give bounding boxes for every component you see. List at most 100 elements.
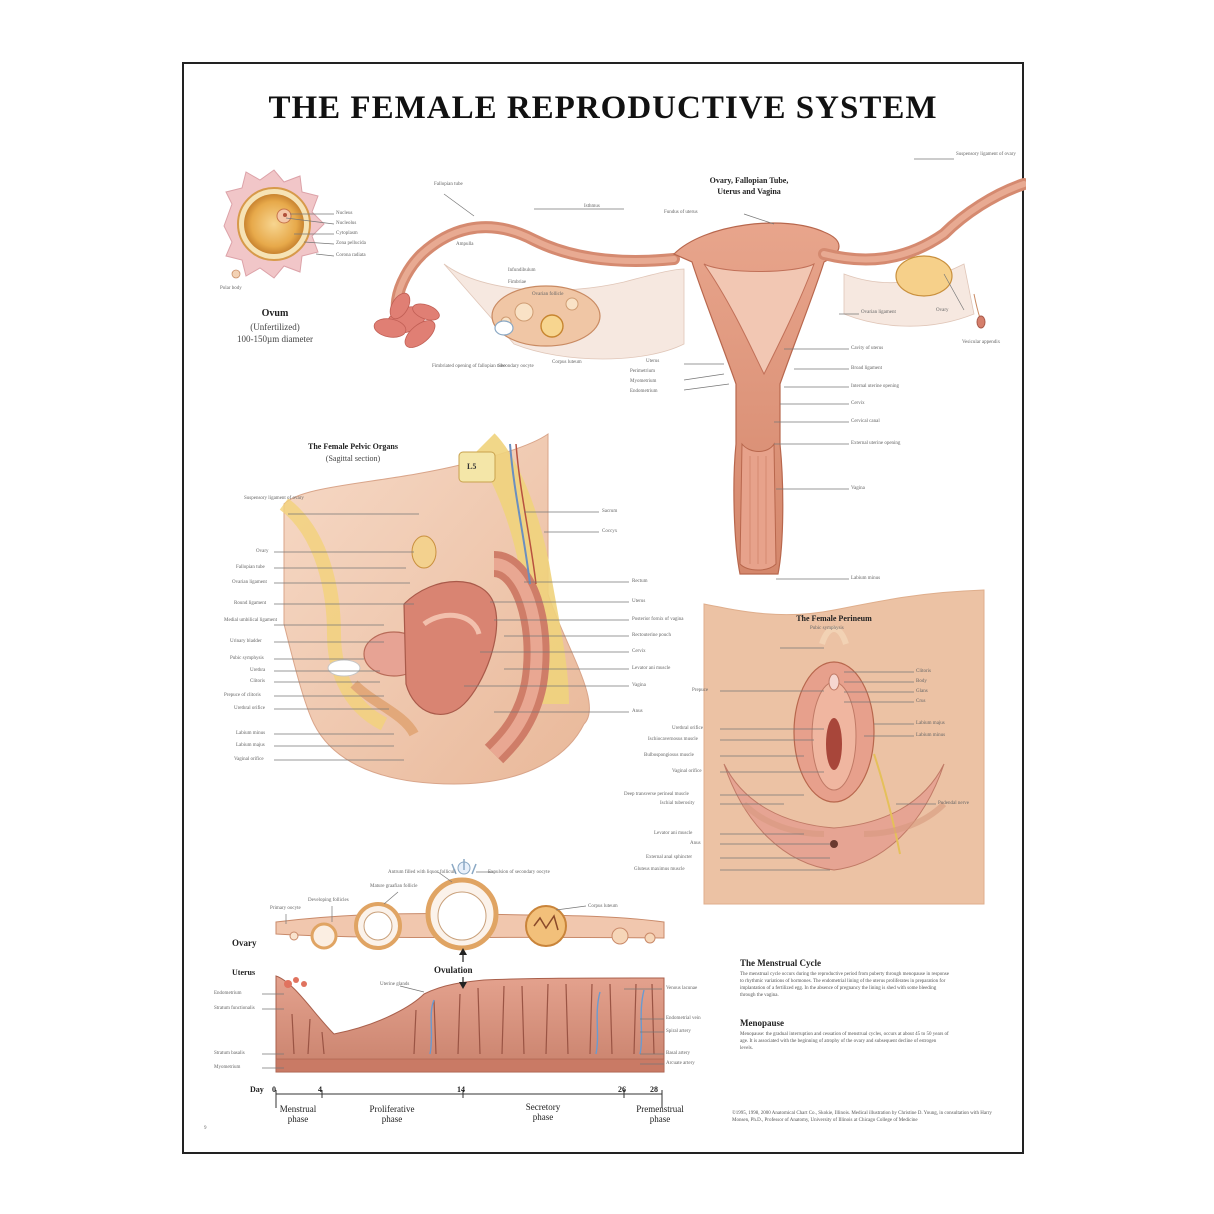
ovum-label: Corona radiata xyxy=(336,253,366,258)
pelvic-label: Anus xyxy=(632,709,643,714)
pelvic-label: Uterus xyxy=(632,599,646,604)
uterus-label: Corpus luteum xyxy=(552,360,582,365)
perineum-label: Levator ani muscle xyxy=(654,831,693,836)
menstrual-cycle-body: The menstrual cycle occurs during the re… xyxy=(740,972,949,998)
uterus-label: Vesicular appendix xyxy=(962,340,1001,345)
uterus-panel-title: Ovary, Fallopian Tube, xyxy=(709,176,789,185)
perineum-label: Labium minus xyxy=(916,733,946,738)
phase-word: phase xyxy=(287,1114,309,1124)
uterus-label: Infundibulum xyxy=(508,268,536,273)
pelvic-label: Levator ani muscle xyxy=(632,666,671,671)
perineum-label: Anus xyxy=(690,841,701,846)
ovary-label: Expulsion of secondary oocyte xyxy=(488,870,550,875)
pelvic-panel-title: The Female Pelvic Organs xyxy=(308,442,398,451)
uterus-detail-label: Endometrial vein xyxy=(666,1016,701,1021)
perineum-label: Vaginal orifice xyxy=(672,769,702,774)
pelvic-label: Urethra xyxy=(250,668,266,673)
uterus-label: Fallopian tube xyxy=(434,182,463,187)
vertebra-label: L5 xyxy=(467,462,477,471)
pelvic-label: Medial umbilical ligament xyxy=(224,618,278,623)
phase-word: phase xyxy=(649,1114,671,1124)
pelvic-label: Vagina xyxy=(632,683,646,688)
day-tick: 14 xyxy=(457,1085,465,1094)
uterus-label: Cavity of uterus xyxy=(851,346,884,351)
catalog-code: 9 xyxy=(204,1126,207,1131)
perineum-label: External anal sphincter xyxy=(646,855,693,860)
perineum-label: Gluteus maximus muscle xyxy=(634,867,685,872)
copyright-credit: ©1995, 1998, 2000 Anatomical Chart Co., … xyxy=(732,1111,992,1123)
uterus-label: Ovary xyxy=(936,308,949,313)
day-tick: 26 xyxy=(618,1085,626,1094)
pelvic-label: Ovary xyxy=(256,549,269,554)
pelvic-label: Prepuce of clitoris xyxy=(224,693,261,698)
day-axis xyxy=(275,1090,663,1108)
perineum-label: Body xyxy=(916,679,927,684)
menopause-body: Menopause: the gradual interruption and … xyxy=(740,1032,949,1051)
perineum-label: Ischiocavernosus muscle xyxy=(648,737,698,742)
uterus-label: Fimbriated opening of fallopian tube xyxy=(432,364,506,369)
uterus-label: Uterus xyxy=(646,359,660,364)
perineum-label: Clitoris xyxy=(916,669,932,674)
pelvic-label: Posterior fornix of vagina xyxy=(632,617,684,622)
perineum-label: Ischial tuberosity xyxy=(660,801,695,806)
day-tick: 0 xyxy=(272,1085,276,1094)
perineum-label: Pudendal nerve xyxy=(938,801,969,806)
endometrium-cycle-strip xyxy=(275,975,665,1073)
pelvic-panel-subtitle: (Sagittal section) xyxy=(325,454,381,463)
uterus-label: Isthmus xyxy=(584,204,600,209)
cycle-leader-lines xyxy=(262,871,664,1069)
pelvic-label: Coccyx xyxy=(602,529,618,534)
pelvic-label: Fallopian tube xyxy=(236,565,265,570)
ovum-label: Nucleolus xyxy=(336,221,357,226)
perineum-leader-lines xyxy=(720,647,936,871)
ovum-illustration xyxy=(223,169,325,279)
perineum-label: Urethral orifice xyxy=(672,726,703,731)
day-axis-label: Day xyxy=(250,1085,264,1094)
uterus-detail-label: Uterine glands xyxy=(380,982,410,987)
perineum-label: Deep transverse perineal muscle xyxy=(624,792,689,797)
uterus-layer-label: Stratum basalis xyxy=(214,1051,245,1056)
anatomy-poster: THE FEMALE REPRODUCTIVE SYSTEM xyxy=(182,62,1026,1154)
illustration-canvas xyxy=(223,158,1026,1108)
day-tick: 28 xyxy=(650,1085,658,1094)
pelvic-label: Urinary bladder xyxy=(230,639,262,644)
uterus-label: Broad ligament xyxy=(851,366,882,371)
pelvic-label: Round ligament xyxy=(234,601,267,606)
uterus-label: Endometrium xyxy=(630,389,658,394)
perineum-label: Prepuce xyxy=(692,688,709,693)
perineum-label: Crus xyxy=(916,699,926,704)
phase-word: phase xyxy=(532,1112,554,1122)
ovulation-label: Ovulation xyxy=(434,965,473,975)
phase-name: Secretory xyxy=(525,1102,561,1112)
pelvic-label: Labium minus xyxy=(236,731,266,736)
ovulation-arrow xyxy=(459,948,467,989)
uterus-label: Cervical canal xyxy=(851,419,880,424)
menopause-heading: Menopause xyxy=(740,1018,785,1028)
ovary-cycle-strip xyxy=(275,859,665,951)
ovary-label: Antrum filled with liquor folliculi xyxy=(388,870,456,875)
ovum-title: Ovum xyxy=(261,308,289,319)
pelvic-label: Clitoris xyxy=(250,679,266,684)
uterus-strip-label: Uterus xyxy=(232,968,256,977)
pelvic-label: Rectum xyxy=(632,579,648,584)
pelvic-illustration xyxy=(279,433,590,785)
perineum-label: Labium majus xyxy=(916,721,945,726)
day-tick: 4 xyxy=(318,1085,322,1094)
ovum-subtitle: (Unfertilized) xyxy=(250,322,300,332)
pelvic-label: Cervix xyxy=(632,649,646,654)
uterus-label: Myometrium xyxy=(630,379,657,384)
pelvic-label: Pubic symphysis xyxy=(230,656,264,661)
uterus-label: Vagina xyxy=(851,486,865,491)
uterus-label: Internal uterine opening xyxy=(851,384,900,389)
poster-title: THE FEMALE REPRODUCTIVE SYSTEM xyxy=(268,90,938,126)
phase-menstrual: Menstrual phase xyxy=(268,1104,328,1124)
uterus-label: Ovarian follicle xyxy=(532,292,564,297)
pelvic-label: Urethral orifice xyxy=(234,706,265,711)
perineum-illustration xyxy=(703,589,985,905)
ovum-label: Cytoplasm xyxy=(336,231,358,236)
uterus-label: External uterine opening xyxy=(851,441,901,446)
perineum-label: Pubic symphysis xyxy=(810,626,844,631)
perineum-label: Bulbospongiosus muscle xyxy=(644,753,694,758)
uterus-label: Perimetrium xyxy=(630,369,655,374)
uterus-detail-label: Basal artery xyxy=(666,1051,691,1056)
